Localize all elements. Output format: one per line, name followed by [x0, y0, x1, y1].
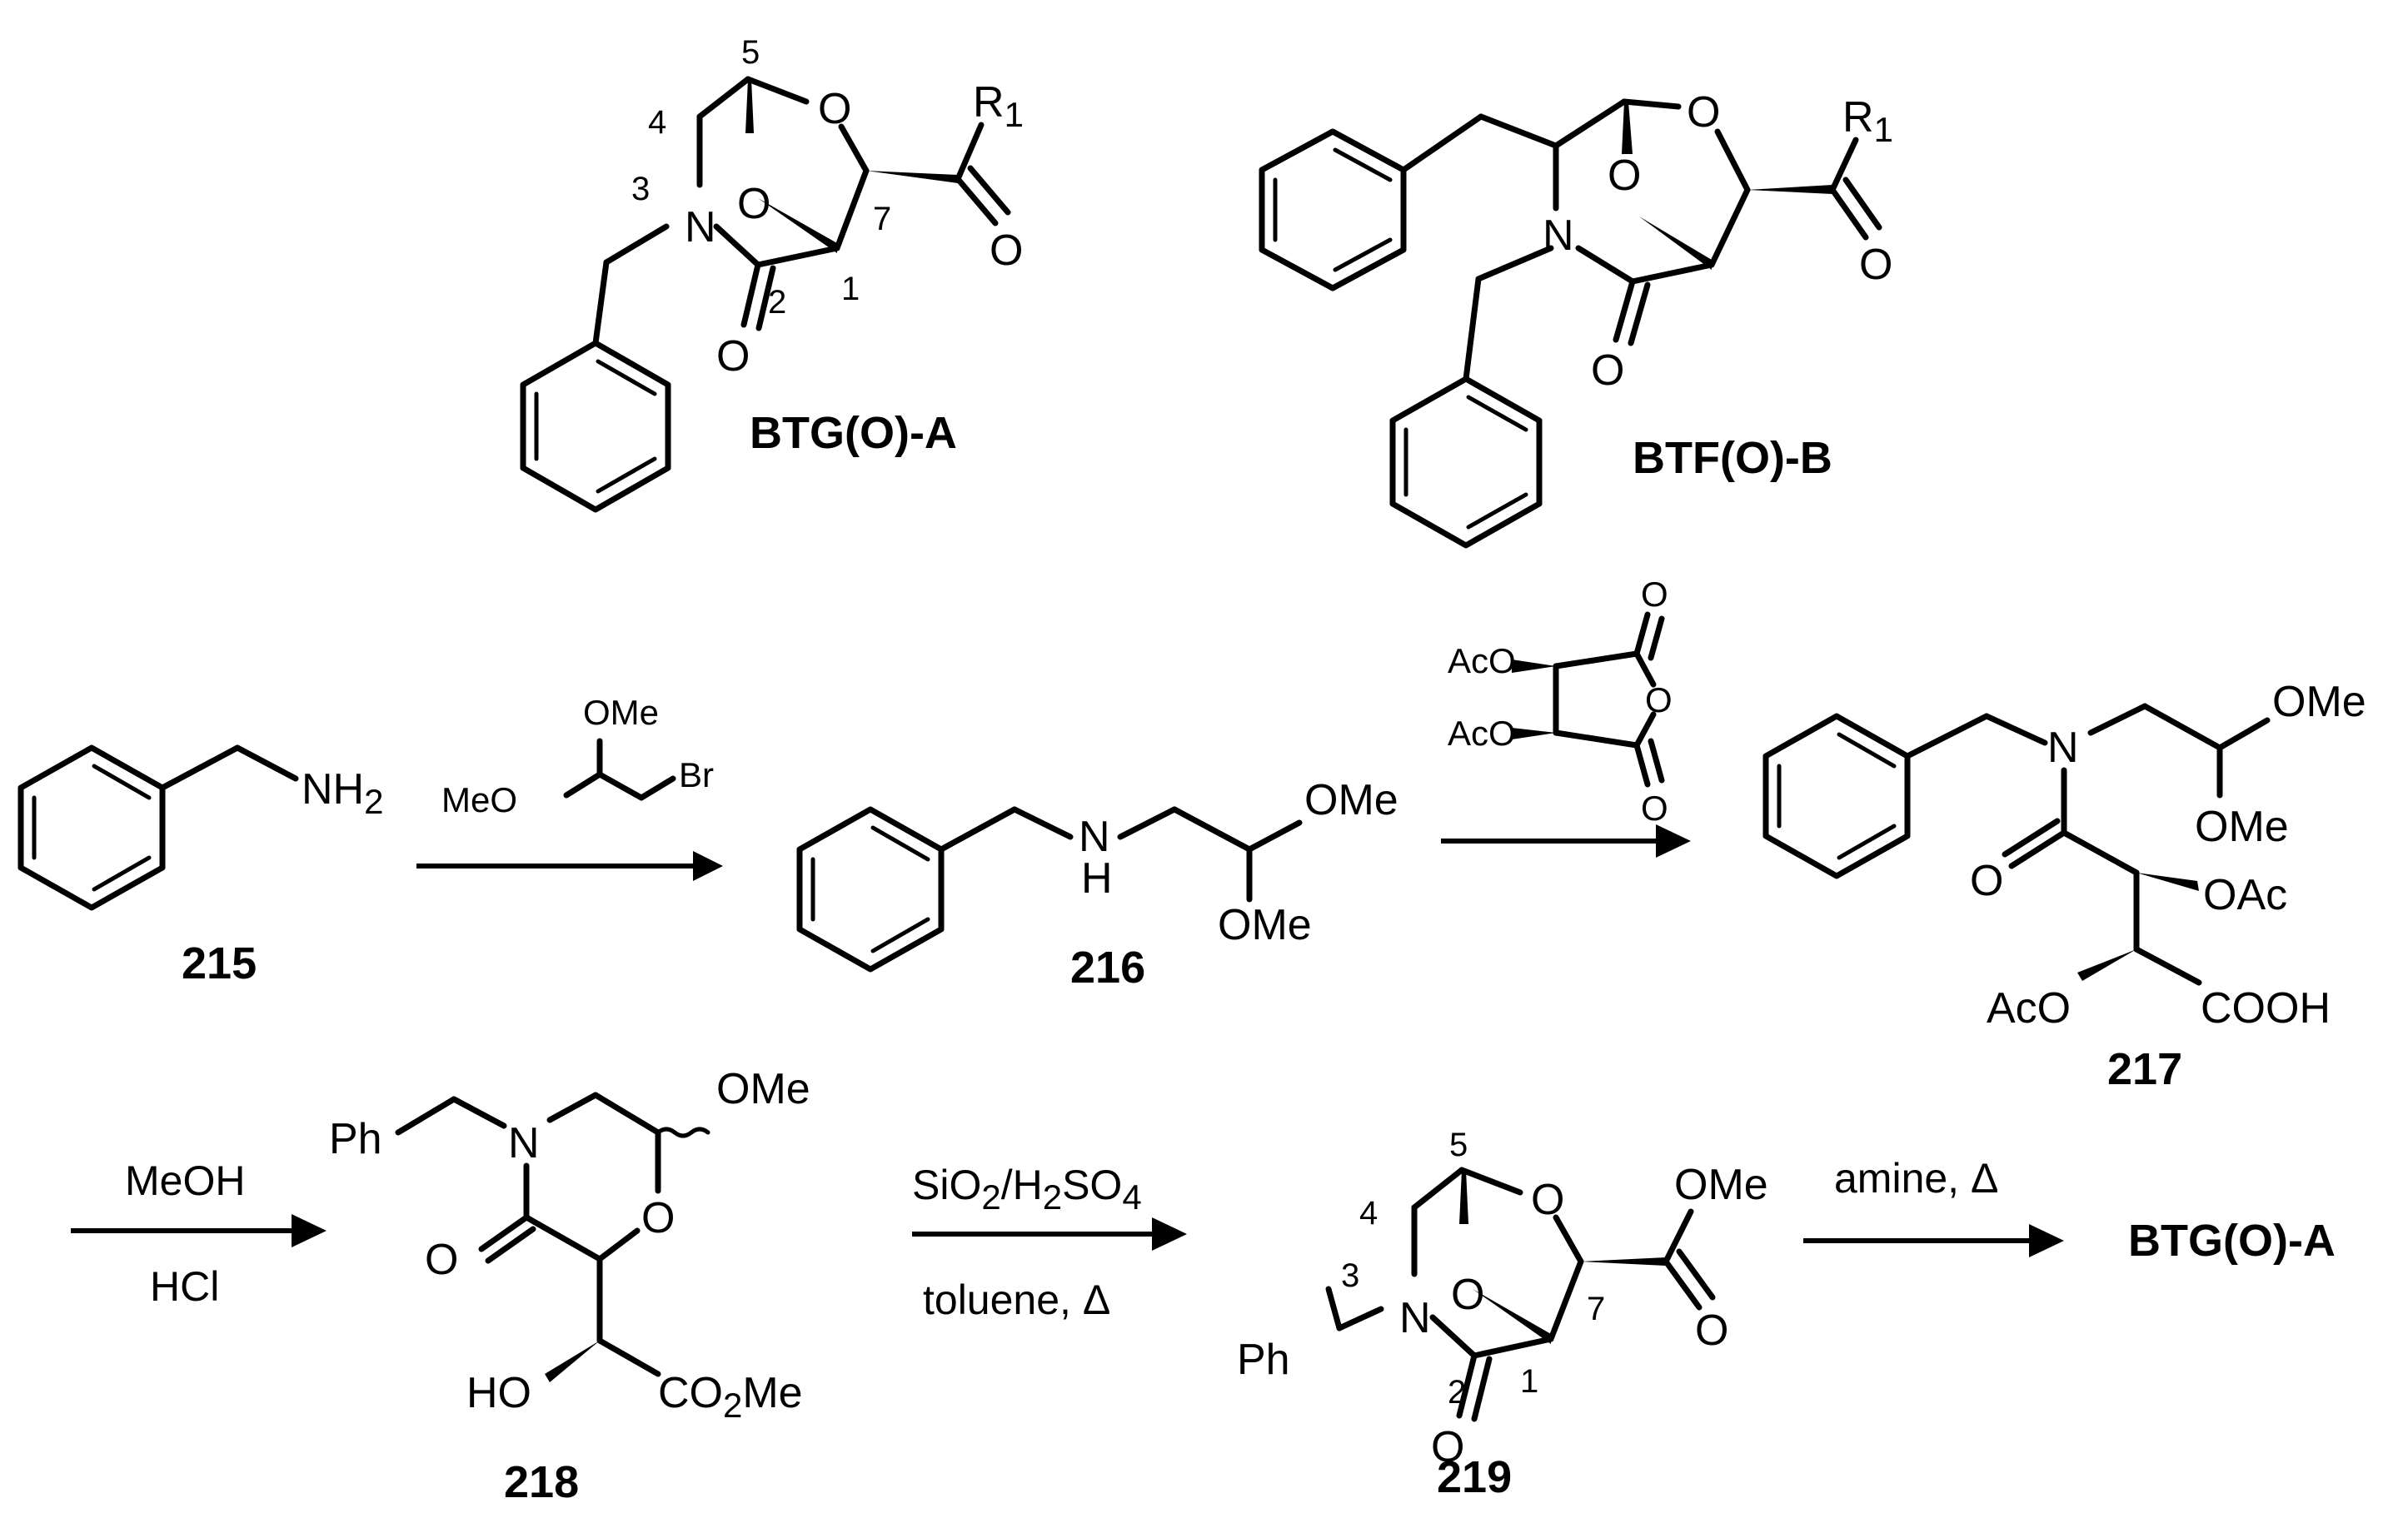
carbonyl-oxygen-bottom: O [1641, 789, 1668, 828]
structure-btf-b: N O O O O R1 BTF(O)-B [1259, 88, 1893, 549]
acetoxy-left: AcO [1987, 984, 2071, 1033]
compound-label-btg-a: BTG(O)-A [750, 408, 957, 458]
carbonyl-oxygen: O [716, 332, 750, 381]
carbonyl-oxygen-top: O [1641, 575, 1668, 614]
n-atom: N [2047, 724, 2079, 772]
structure-217: N OMe OMe O OAc AcO COOH 217 [1762, 678, 2366, 1094]
product-label-btg-a: BTG(O)-A [2128, 1216, 2336, 1266]
ring-oxygen: O [1531, 1176, 1564, 1224]
carbonyl-oxygen: O [1431, 1423, 1464, 1471]
benzene-ring [17, 744, 166, 911]
reagent-silica-acid: SiO2/H2SO4 [912, 1162, 1142, 1217]
locant-4: 4 [648, 104, 666, 141]
r1-group: R1 [973, 78, 1024, 134]
reagent-amine-heat: amine, Δ [1834, 1155, 1998, 1202]
n-atom: N [1543, 212, 1574, 260]
reagent-anhydride: AcO AcO O O O [1448, 575, 1673, 828]
methoxy-group: OMe [1674, 1161, 1768, 1209]
reaction-arrow-3: MeOH HCl [71, 1157, 327, 1310]
compound-label-217: 217 [2107, 1044, 2182, 1094]
locant-7: 7 [1587, 1291, 1605, 1327]
reaction-arrow-1 [416, 851, 723, 881]
phenyl-group: Ph [329, 1115, 382, 1163]
methoxy-bottom: OMe [2195, 803, 2289, 851]
ring-oxygen: O [818, 85, 851, 133]
anhydride-oxygen: O [1645, 680, 1673, 719]
benzene-ring [796, 806, 945, 973]
reagent-hcl: HCl [150, 1263, 219, 1310]
bromine-atom: Br [679, 755, 714, 794]
bridge-oxygen: O [1608, 152, 1641, 200]
n-atom: N [508, 1119, 540, 1167]
hydroxyl-group: HO [466, 1369, 531, 1417]
carbonyl-oxygen: O [425, 1236, 458, 1284]
locant-2: 2 [768, 284, 786, 321]
locant-1: 1 [841, 271, 860, 307]
structure-215: NH2 215 [17, 744, 383, 988]
reaction-arrow-5: amine, Δ [1803, 1155, 2064, 1257]
benzene-ring [520, 340, 671, 513]
carbonyl-oxygen: O [1591, 346, 1624, 395]
compound-label-219: 219 [1437, 1452, 1512, 1502]
methoxy-bottom: OMe [1218, 901, 1312, 949]
structure-219: Ph N O O O O OMe 5 4 3 2 1 7 219 [1237, 1127, 1768, 1502]
ring-oxygen: O [641, 1194, 675, 1242]
locant-5: 5 [1449, 1127, 1468, 1163]
methoxy-top: OMe [583, 693, 659, 732]
n-hydrogen: H [1081, 854, 1113, 903]
side-carbonyl-oxygen: O [990, 226, 1023, 275]
structure-btg-a: N O O O O R1 5 4 3 2 1 7 BTG(O)-A [520, 34, 1024, 513]
bridge-oxygen: O [1451, 1271, 1484, 1319]
locant-5: 5 [741, 34, 760, 71]
amine-group: NH2 [302, 765, 383, 821]
n-atom: N [1399, 1294, 1431, 1342]
reagent-methanol: MeOH [125, 1157, 245, 1204]
compound-label-218: 218 [504, 1457, 579, 1507]
amide-oxygen: O [1970, 857, 2003, 905]
structure-216: N H OMe OMe 216 [796, 776, 1398, 993]
methoxy-top: OMe [1304, 776, 1398, 824]
ring-oxygen: O [1687, 88, 1720, 137]
structure-218: Ph N OMe O O HO CO2Me 218 [329, 1065, 810, 1507]
locant-1: 1 [1520, 1363, 1538, 1400]
locant-7: 7 [873, 201, 891, 237]
locant-2: 2 [1448, 1374, 1466, 1411]
locant-4: 4 [1359, 1195, 1378, 1232]
acetoxy-top: AcO [1448, 641, 1516, 680]
reagent-toluene-heat: toluene, Δ [923, 1277, 1110, 1323]
compound-label-btf-b: BTF(O)-B [1633, 433, 1832, 483]
r1-group: R1 [1842, 93, 1893, 149]
n-atom: N [1079, 813, 1110, 861]
methoxy-top: OMe [2272, 678, 2366, 726]
bridge-oxygen: O [737, 180, 770, 228]
benzene-ring [1762, 713, 1911, 879]
locant-3: 3 [631, 171, 650, 207]
carboxylic-acid: COOH [2201, 984, 2331, 1033]
reaction-arrow-2 [1441, 824, 1691, 858]
acetoxy-right: OAc [2203, 871, 2287, 919]
compound-label-215: 215 [182, 938, 257, 988]
n-atom: N [685, 203, 716, 251]
methoxy-group: OMe [716, 1065, 810, 1113]
reaction-arrow-4: SiO2/H2SO4 toluene, Δ [912, 1162, 1187, 1323]
side-carbonyl-oxygen: O [1859, 241, 1892, 289]
benzene-ring-upper [1259, 128, 1407, 291]
locant-3: 3 [1341, 1257, 1359, 1294]
methoxy-left: MeO [441, 780, 517, 819]
compound-label-216: 216 [1070, 943, 1145, 993]
methyl-ester: CO2Me [658, 1369, 803, 1425]
phenyl-group: Ph [1237, 1336, 1290, 1384]
ester-carbonyl-oxygen: O [1695, 1307, 1728, 1355]
benzene-ring-lower [1389, 376, 1543, 549]
acetoxy-bottom: AcO [1448, 714, 1516, 753]
reagent-bromoacetal: OMe MeO Br [441, 693, 714, 819]
